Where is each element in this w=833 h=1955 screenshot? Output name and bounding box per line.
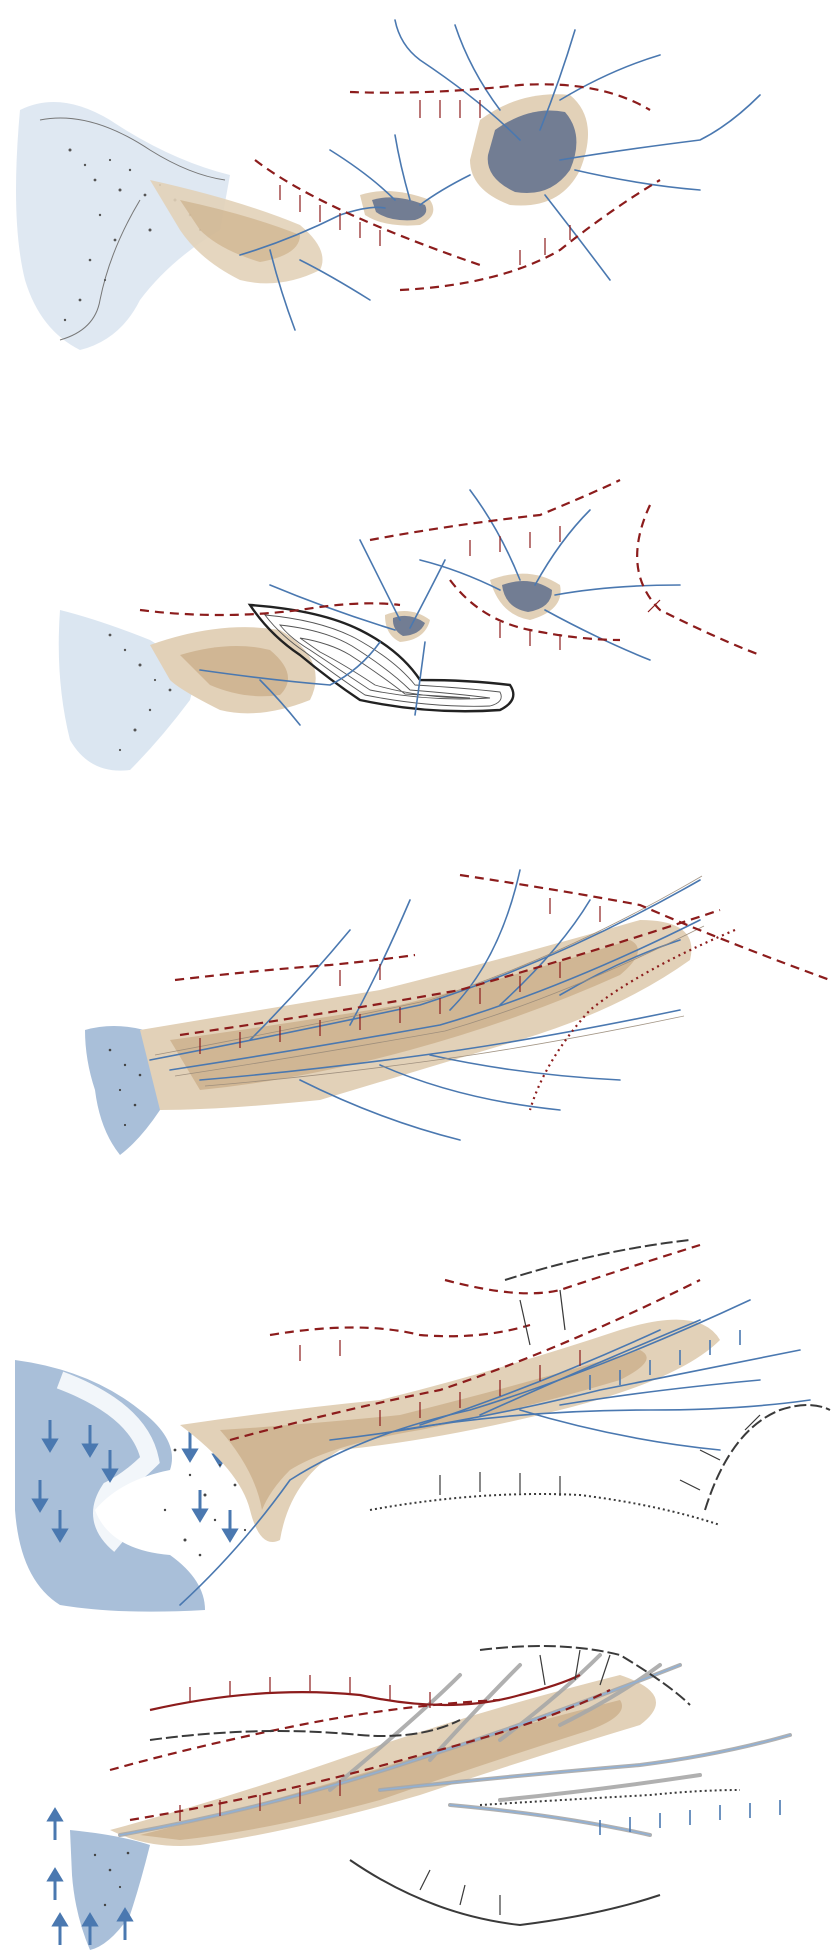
- fault-line: [637, 505, 760, 655]
- boundary-line: [705, 1405, 830, 1510]
- fault-line: [370, 480, 620, 540]
- panel-2-drawing: [0, 380, 833, 810]
- sea-shape: [70, 1830, 150, 1950]
- panel-5: [0, 1625, 833, 1955]
- fault-line: [445, 1245, 700, 1293]
- fault-line: [140, 603, 400, 615]
- panel-5-drawing: [0, 1625, 833, 1955]
- panel-3: [0, 810, 833, 1210]
- boundary-line: [505, 1240, 690, 1280]
- panel-3-drawing: [0, 810, 833, 1210]
- panel-4: [0, 1210, 833, 1625]
- sea-shape: [59, 610, 192, 771]
- panel-4-drawing: [0, 1210, 833, 1625]
- panel-1: [0, 0, 833, 380]
- fault-line: [270, 1325, 530, 1336]
- boundary-line: [370, 1494, 720, 1525]
- panel-2: [0, 380, 833, 810]
- boundary-line: [350, 1860, 660, 1925]
- panel-1-drawing: [0, 0, 833, 380]
- fault-line: [350, 84, 650, 110]
